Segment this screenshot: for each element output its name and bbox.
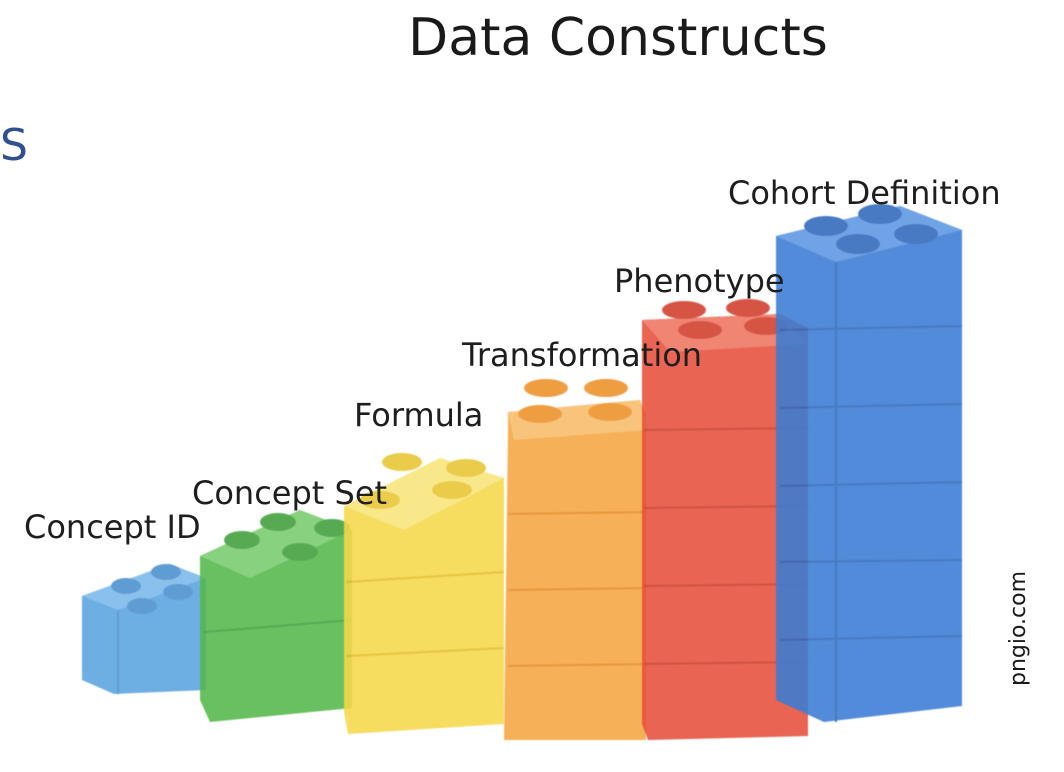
label-concept-id: Concept ID bbox=[24, 508, 201, 546]
cropped-edge-text: S bbox=[0, 120, 28, 171]
label-transformation: Transformation bbox=[462, 336, 703, 374]
label-concept-set: Concept Set bbox=[192, 474, 388, 512]
label-cohort-definition: Cohort Definition bbox=[728, 174, 1001, 212]
label-phenotype: Phenotype bbox=[614, 262, 785, 300]
watermark-text: pngio.com bbox=[1006, 570, 1031, 686]
brick-transformation bbox=[504, 379, 647, 740]
brick-formula bbox=[344, 453, 505, 734]
brick-cohort-definition bbox=[776, 204, 963, 722]
brick-concept-set bbox=[200, 510, 353, 722]
label-formula: Formula bbox=[354, 396, 484, 434]
brick-concept-id bbox=[82, 564, 206, 694]
slide-title: Data Constructs bbox=[408, 8, 828, 68]
